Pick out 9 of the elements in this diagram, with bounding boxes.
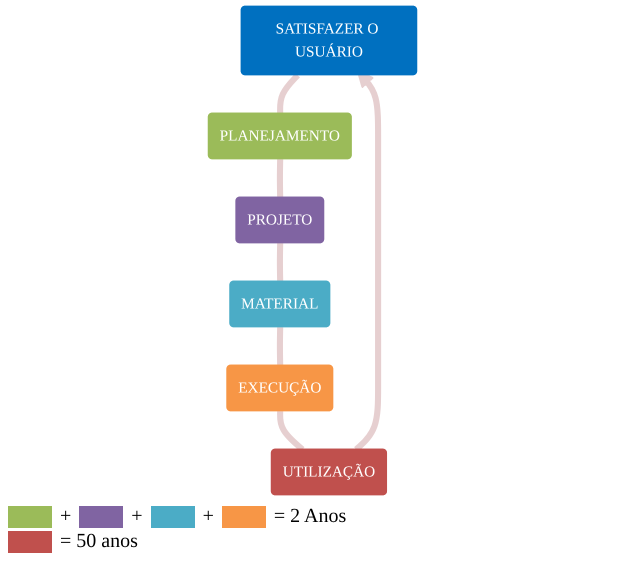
connector: [276, 159, 284, 198]
connector: [277, 73, 300, 114]
connector: [276, 327, 284, 366]
legend-text: +: [60, 505, 72, 528]
legend-text: +: [202, 505, 214, 528]
legend-text: = 2 Anos: [274, 505, 346, 528]
legend-text: +: [131, 505, 143, 528]
connector: [276, 243, 284, 282]
legend-text: = 50 anos: [60, 530, 138, 553]
